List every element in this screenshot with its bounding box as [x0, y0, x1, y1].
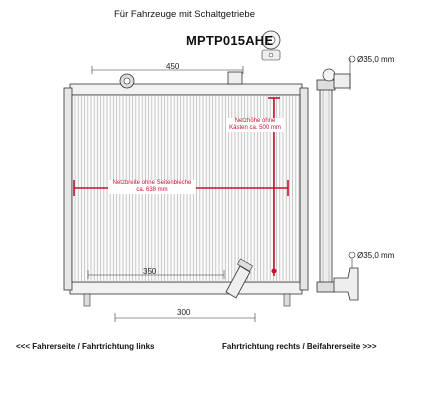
net-height-note: Netzhöhe ohne Kästen ca. 500 mm	[226, 118, 284, 132]
radiator-side-view	[316, 55, 359, 301]
radiator-right-side	[299, 87, 309, 291]
mount-pin-right	[283, 293, 291, 307]
cap-icon	[261, 30, 281, 61]
pipe-top-diameter: Ø35,0 mm	[357, 55, 395, 64]
bottom-outlet-pipe	[225, 258, 253, 299]
radiator-left-side	[63, 87, 73, 291]
dim-350-label: 350	[143, 267, 157, 276]
part-code: MPTP015AHE	[186, 33, 274, 48]
top-inlet-pipe	[227, 71, 243, 85]
page-title: Für Fahrzeuge mit Schaltgetriebe	[114, 9, 255, 20]
net-width-note: Netzbreite ohne Seitenbleche ca. 638 mm	[108, 180, 196, 194]
radiator-top-tank	[69, 83, 303, 96]
driver-side-label: <<< Fahrerseite / Fahrtrichtung links	[16, 342, 155, 351]
passenger-side-label: Fahrtrichtung rechts / Beifahrerseite >>…	[222, 342, 377, 351]
dim-450-label: 450	[166, 62, 180, 71]
dim-300-label: 300	[177, 308, 191, 317]
pipe-bottom-diameter: Ø35,0 mm	[357, 251, 395, 260]
radiator-bottom-tank	[69, 281, 303, 295]
mount-pin-left	[83, 293, 91, 307]
